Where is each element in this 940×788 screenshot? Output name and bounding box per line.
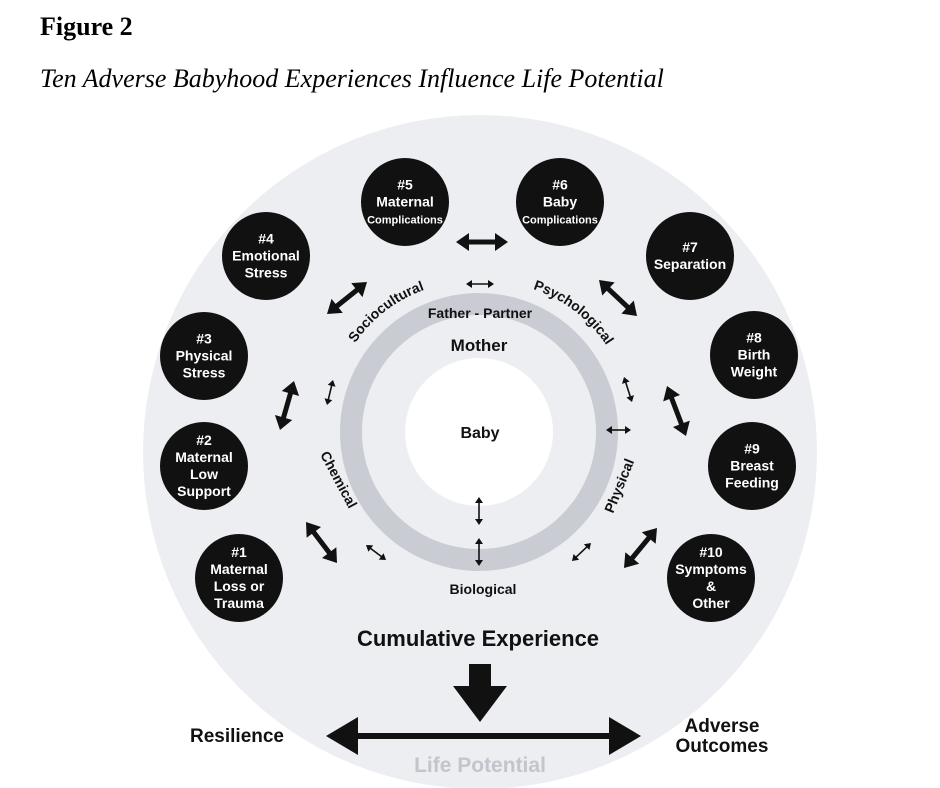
experience-number: #10 xyxy=(699,544,723,560)
experience-text: Low xyxy=(190,466,218,482)
experience-text: Maternal xyxy=(376,194,434,210)
arrow-4 xyxy=(327,282,367,314)
arrow-10 xyxy=(624,528,657,568)
experience-node-circle xyxy=(160,312,248,400)
experience-text: Feeding xyxy=(725,475,779,491)
experience-text: Complications xyxy=(367,215,443,227)
arrow-inner-chemical xyxy=(366,545,386,560)
biological-label: Biological xyxy=(450,581,517,597)
arrow-8 xyxy=(663,386,690,436)
experience-text: Loss or xyxy=(214,578,265,594)
outcomes-label: Outcomes xyxy=(676,736,769,757)
experience-text: & xyxy=(706,578,716,594)
experience-text: Maternal xyxy=(175,449,233,465)
adverse-label: Adverse xyxy=(685,716,760,737)
experience-text: Trauma xyxy=(214,595,264,611)
experience-text: Other xyxy=(692,595,730,611)
experience-text: Symptoms xyxy=(675,561,747,577)
father-partner-label: Father - Partner xyxy=(428,305,533,321)
baby-circle xyxy=(405,358,553,506)
arrow-2 xyxy=(306,522,337,563)
arrow-inner-physical xyxy=(606,426,631,434)
experience-text: Stress xyxy=(245,265,288,281)
arrow-baby-2 xyxy=(475,538,483,566)
experience-node-circle xyxy=(646,212,734,300)
arrows xyxy=(274,233,690,568)
down-arrow xyxy=(453,664,507,722)
arrow-7 xyxy=(599,280,637,316)
experience-text: Support xyxy=(177,483,231,499)
experience-node-circle xyxy=(361,158,449,246)
arrow-inner-left xyxy=(324,380,336,405)
experience-number: #2 xyxy=(196,432,212,448)
experience-text: Complications xyxy=(522,215,598,227)
arrow-father xyxy=(466,280,494,288)
experience-text: Birth xyxy=(738,347,771,363)
experience-node-circle xyxy=(160,422,248,510)
experience-node-circle xyxy=(222,212,310,300)
mother-label: Mother xyxy=(451,336,508,355)
life-potential-label: Life Potential xyxy=(414,754,546,777)
experience-number: #7 xyxy=(682,239,698,255)
experience-text: Stress xyxy=(183,365,226,381)
figure-label: Figure 2 xyxy=(40,12,133,41)
cumulative-experience-label: Cumulative Experience xyxy=(357,626,599,651)
experience-number: #9 xyxy=(744,441,760,457)
experience-text: Baby xyxy=(543,194,577,210)
arrow-3 xyxy=(274,381,300,430)
figure-title: Ten Adverse Babyhood Experiences Influen… xyxy=(40,64,664,93)
experience-node-circle xyxy=(710,311,798,399)
experience-text: Emotional xyxy=(232,248,300,264)
resilience-label: Resilience xyxy=(190,726,284,747)
experience-number: #3 xyxy=(196,331,212,347)
experience-text: Maternal xyxy=(210,561,268,577)
experience-node-circle xyxy=(516,158,604,246)
experience-number: #4 xyxy=(258,231,274,247)
experience-node-circle xyxy=(667,534,755,622)
experience-text: Physical xyxy=(176,348,233,364)
experience-text: Breast xyxy=(730,458,774,474)
experience-node-circle xyxy=(708,422,796,510)
baby-label: Baby xyxy=(460,425,499,442)
arrow-inner-bio-right xyxy=(572,543,591,561)
experience-number: #6 xyxy=(552,177,568,193)
experience-text: Weight xyxy=(731,364,778,380)
experience-number: #5 xyxy=(397,177,413,193)
arrow-baby-1 xyxy=(475,497,483,525)
experience-number: #8 xyxy=(746,330,762,346)
arrow-5-6 xyxy=(456,233,508,251)
experience-number: #1 xyxy=(231,544,247,560)
life-potential-arrow xyxy=(326,717,641,755)
arrow-inner-right xyxy=(622,377,634,402)
experience-node-circle xyxy=(195,534,283,622)
experience-text: Separation xyxy=(654,256,726,272)
